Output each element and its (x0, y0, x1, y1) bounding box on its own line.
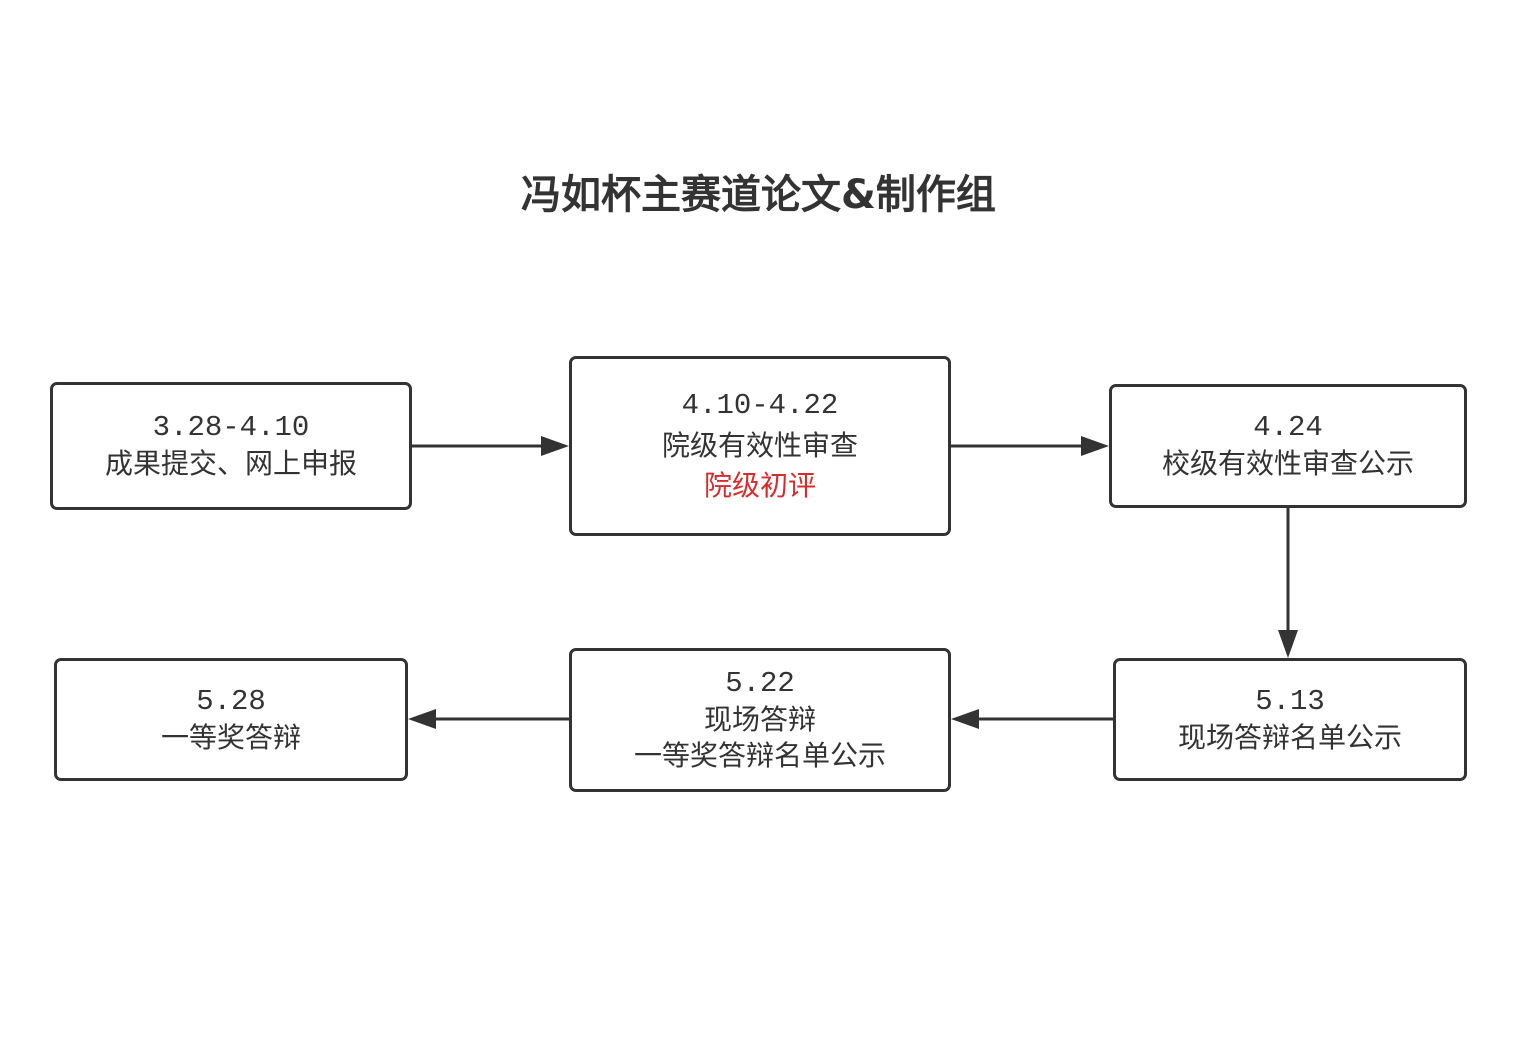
step-highlight-label: 院级初评 (703, 469, 816, 502)
step-label: 成果提交、网上申报 (104, 447, 357, 480)
arrow-step2-to-step3 (951, 436, 1109, 456)
step-box-school-review: 4.24 校级有效性审查公示 (1109, 384, 1467, 508)
step-box-onsite-defense: 5.22 现场答辩 一等奖答辩名单公示 (569, 648, 951, 792)
step-box-first-prize-defense: 5.28 一等奖答辩 (54, 658, 408, 781)
step-date: 4.10-4.22 (681, 389, 839, 422)
step-box-defense-list: 5.13 现场答辩名单公示 (1113, 658, 1467, 781)
arrow-step4-to-step5 (951, 709, 1113, 729)
step-box-submission: 3.28-4.10 成果提交、网上申报 (50, 382, 412, 510)
step-box-college-review: 4.10-4.22 院级有效性审查 院级初评 (569, 356, 951, 536)
step-label: 现场答辩 (703, 703, 816, 736)
arrow-step1-to-step2 (412, 436, 569, 456)
step-label: 校级有效性审查公示 (1161, 447, 1414, 480)
step-label: 现场答辩名单公示 (1177, 720, 1402, 754)
step-label: 一等奖答辩名单公示 (633, 739, 886, 772)
step-date: 5.13 (1255, 684, 1325, 718)
step-label: 一等奖答辩 (160, 720, 301, 754)
step-label: 院级有效性审查 (661, 429, 858, 462)
step-date: 4.24 (1253, 411, 1323, 444)
step-date: 5.22 (725, 667, 795, 700)
diagram-title: 冯如杯主赛道论文&制作组 (521, 172, 996, 218)
step-date: 5.28 (196, 684, 266, 718)
arrow-step5-to-step6 (408, 709, 569, 729)
step-date: 3.28-4.10 (152, 411, 310, 444)
arrow-step3-to-step4 (1278, 508, 1298, 658)
